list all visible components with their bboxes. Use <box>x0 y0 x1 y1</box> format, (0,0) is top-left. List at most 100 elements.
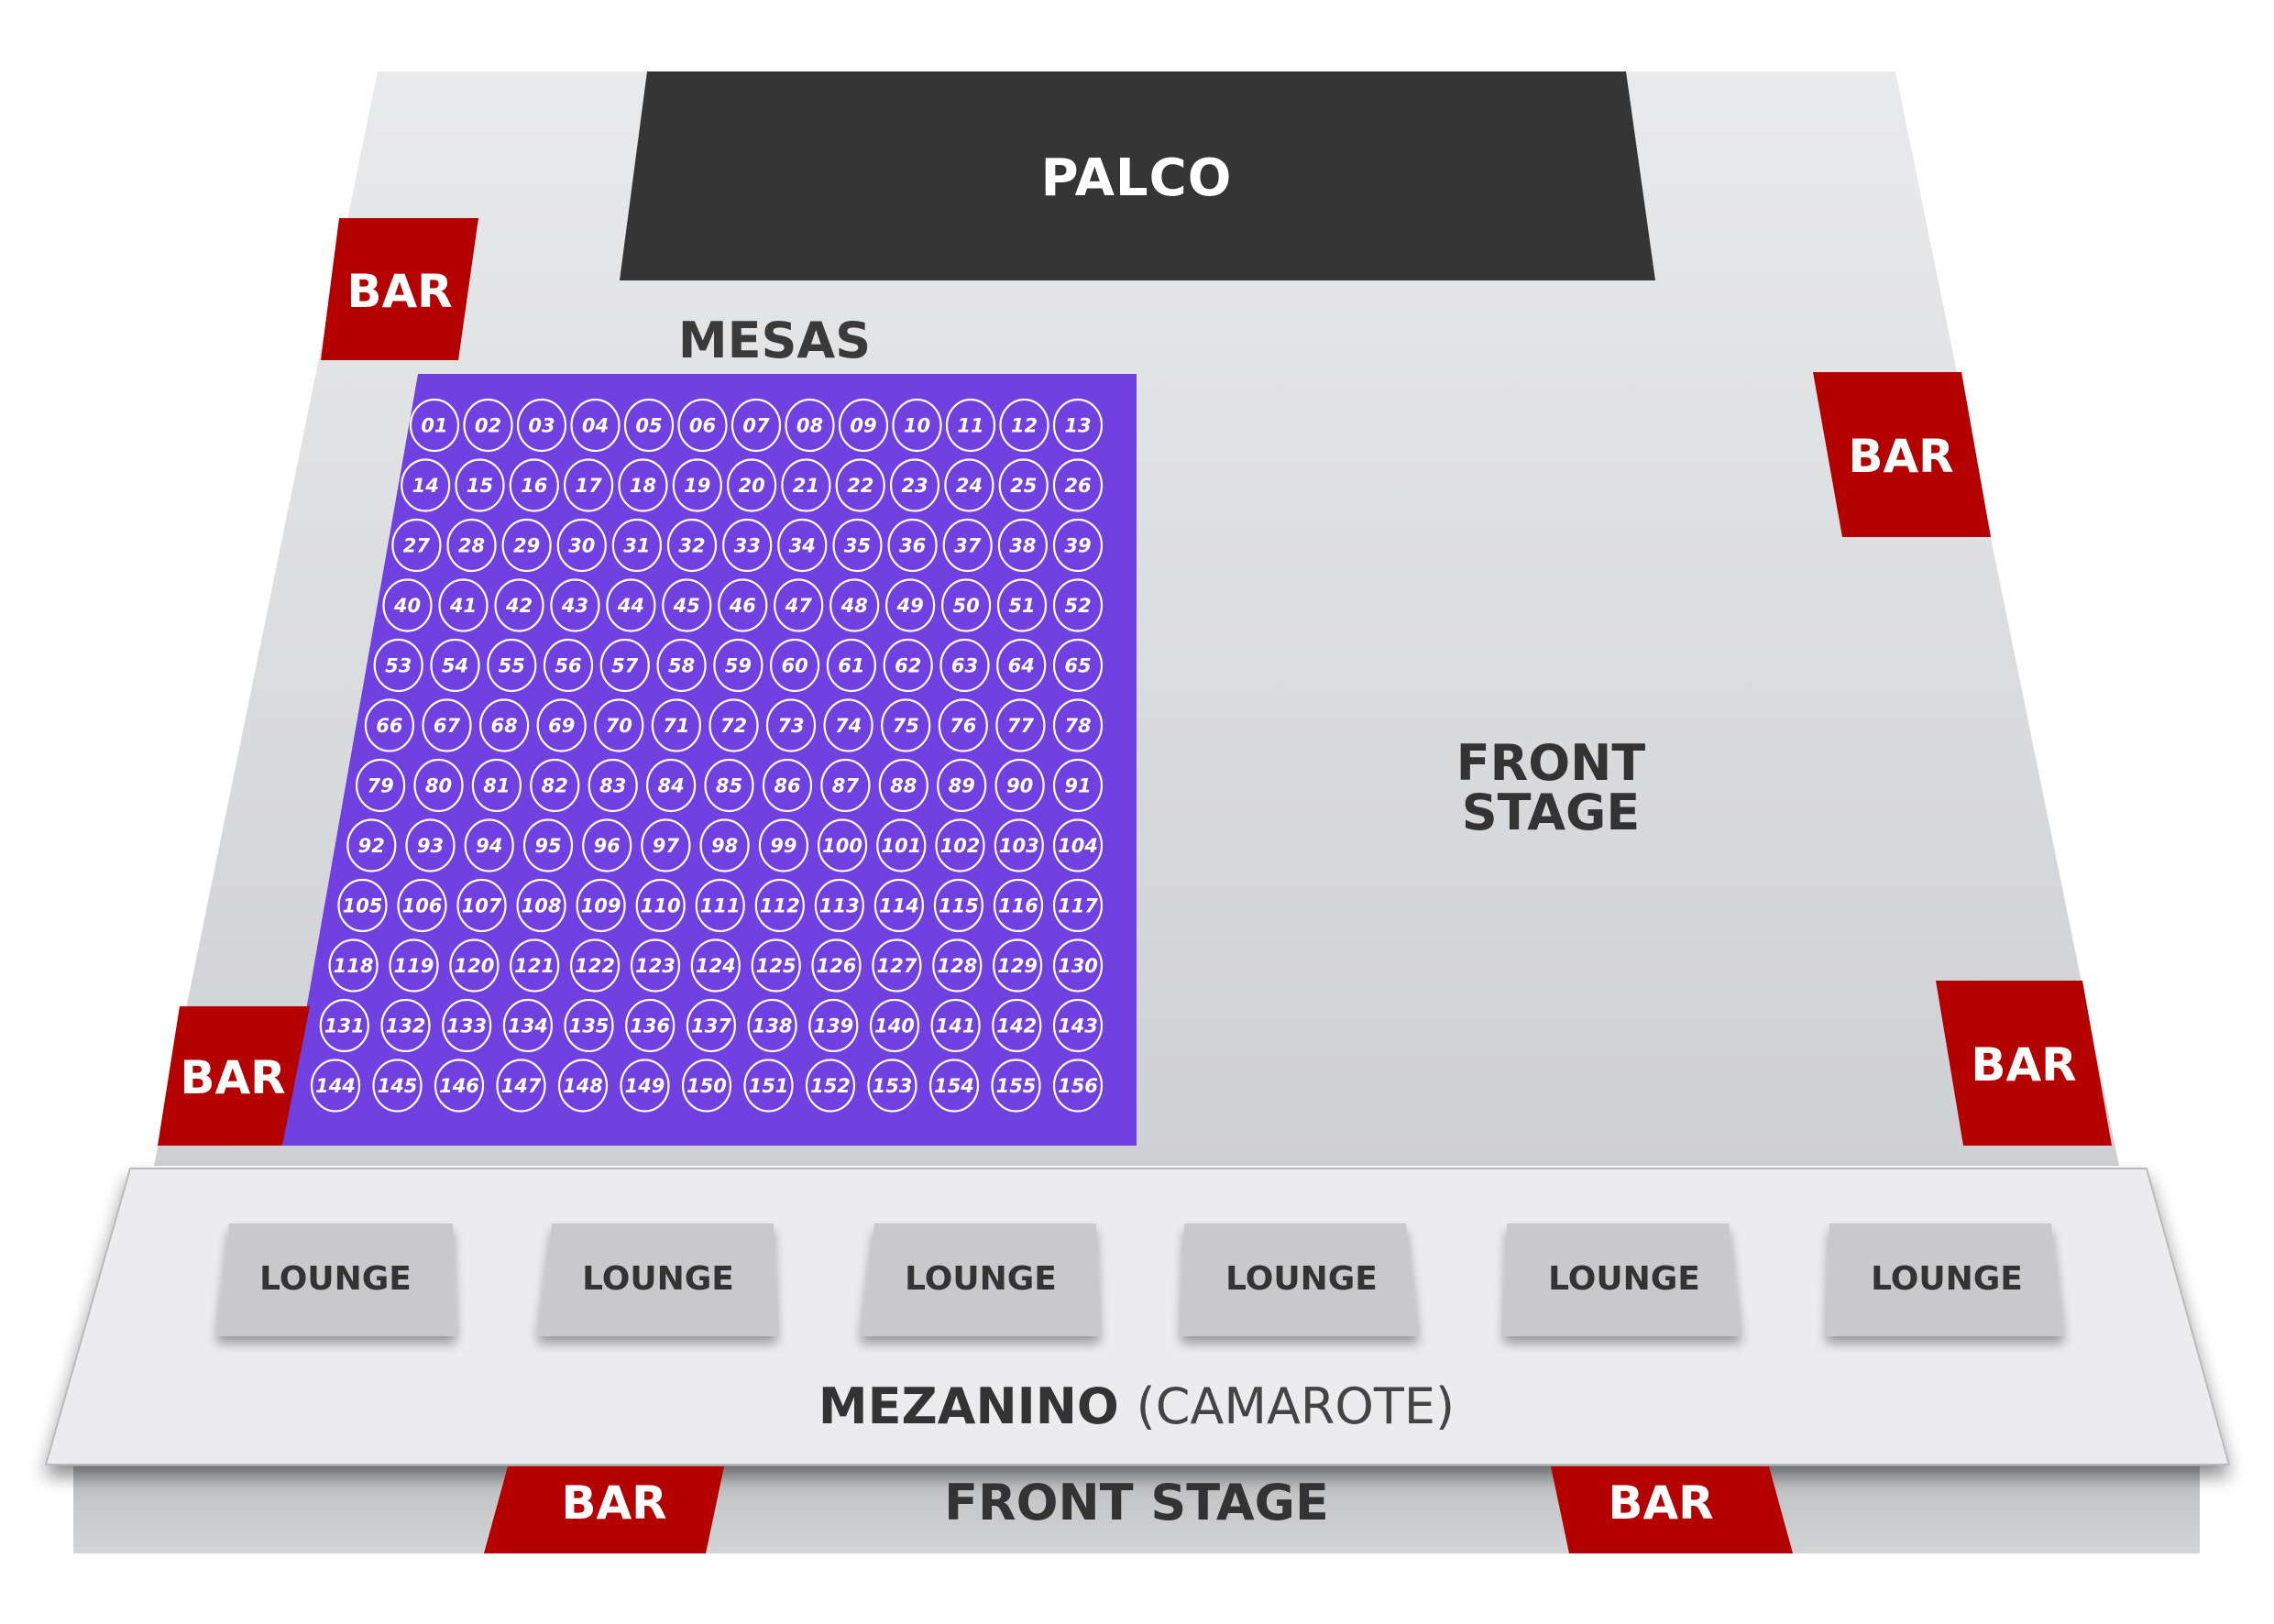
table-07[interactable]: 07 <box>731 398 782 453</box>
table-58[interactable]: 58 <box>656 638 707 693</box>
table-17[interactable]: 17 <box>563 458 614 512</box>
table-65[interactable]: 65 <box>1052 638 1104 693</box>
table-53[interactable]: 53 <box>373 638 423 693</box>
table-50[interactable]: 50 <box>940 578 992 632</box>
table-29[interactable]: 29 <box>501 518 552 573</box>
table-37[interactable]: 37 <box>942 518 993 573</box>
table-132[interactable]: 132 <box>380 998 431 1053</box>
table-105[interactable]: 105 <box>337 878 388 933</box>
table-45[interactable]: 45 <box>662 578 712 632</box>
table-127[interactable]: 127 <box>872 938 922 993</box>
table-141[interactable]: 141 <box>930 998 981 1053</box>
table-113[interactable]: 113 <box>814 878 864 933</box>
table-83[interactable]: 83 <box>588 758 638 813</box>
table-116[interactable]: 116 <box>993 878 1044 933</box>
table-43[interactable]: 43 <box>550 578 600 632</box>
table-109[interactable]: 109 <box>576 878 626 933</box>
table-110[interactable]: 110 <box>635 878 686 933</box>
table-156[interactable]: 156 <box>1052 1059 1104 1113</box>
table-125[interactable]: 125 <box>751 938 801 993</box>
table-147[interactable]: 147 <box>496 1059 546 1113</box>
table-56[interactable]: 56 <box>543 638 594 693</box>
table-148[interactable]: 148 <box>557 1059 609 1113</box>
table-93[interactable]: 93 <box>405 818 456 872</box>
table-60[interactable]: 60 <box>769 638 820 693</box>
table-68[interactable]: 68 <box>478 698 530 752</box>
table-77[interactable]: 77 <box>995 698 1046 752</box>
table-90[interactable]: 90 <box>994 758 1045 813</box>
table-120[interactable]: 120 <box>449 938 500 993</box>
table-114[interactable]: 114 <box>873 878 925 933</box>
table-154[interactable]: 154 <box>928 1059 980 1113</box>
table-74[interactable]: 74 <box>823 698 873 752</box>
table-79[interactable]: 79 <box>356 758 406 813</box>
table-59[interactable]: 59 <box>713 638 763 693</box>
table-153[interactable]: 153 <box>867 1059 917 1113</box>
table-34[interactable]: 34 <box>777 518 828 573</box>
table-142[interactable]: 142 <box>992 998 1042 1053</box>
table-103[interactable]: 103 <box>994 818 1044 872</box>
table-101[interactable]: 101 <box>876 818 927 872</box>
table-01[interactable]: 01 <box>409 398 460 453</box>
table-66[interactable]: 66 <box>364 698 414 752</box>
table-49[interactable]: 49 <box>884 578 936 632</box>
table-123[interactable]: 123 <box>630 938 681 993</box>
table-111[interactable]: 111 <box>695 878 745 933</box>
table-24[interactable]: 24 <box>944 458 994 512</box>
table-133[interactable]: 133 <box>442 998 492 1053</box>
table-51[interactable]: 51 <box>996 578 1048 632</box>
table-26[interactable]: 26 <box>1052 458 1104 512</box>
table-99[interactable]: 99 <box>758 818 809 872</box>
table-96[interactable]: 96 <box>582 818 632 872</box>
table-144[interactable]: 144 <box>310 1059 361 1113</box>
table-20[interactable]: 20 <box>726 458 777 512</box>
table-118[interactable]: 118 <box>328 938 379 993</box>
table-70[interactable]: 70 <box>594 698 644 752</box>
table-102[interactable]: 102 <box>935 818 985 872</box>
table-91[interactable]: 91 <box>1052 758 1104 813</box>
table-89[interactable]: 89 <box>937 758 987 813</box>
table-14[interactable]: 14 <box>401 458 451 512</box>
table-121[interactable]: 121 <box>510 938 560 993</box>
table-19[interactable]: 19 <box>672 458 722 512</box>
table-13[interactable]: 13 <box>1052 398 1104 453</box>
table-139[interactable]: 139 <box>808 998 859 1053</box>
table-63[interactable]: 63 <box>939 638 990 693</box>
table-107[interactable]: 107 <box>456 878 507 933</box>
table-28[interactable]: 28 <box>446 518 497 573</box>
table-10[interactable]: 10 <box>892 398 942 453</box>
table-124[interactable]: 124 <box>690 938 741 993</box>
table-41[interactable]: 41 <box>438 578 489 632</box>
table-136[interactable]: 136 <box>625 998 676 1053</box>
table-73[interactable]: 73 <box>765 698 817 752</box>
table-130[interactable]: 130 <box>1052 938 1104 993</box>
table-61[interactable]: 61 <box>826 638 877 693</box>
table-69[interactable]: 69 <box>536 698 587 752</box>
table-21[interactable]: 21 <box>781 458 831 512</box>
table-55[interactable]: 55 <box>487 638 537 693</box>
table-08[interactable]: 08 <box>785 398 835 453</box>
table-52[interactable]: 52 <box>1052 578 1104 632</box>
table-67[interactable]: 67 <box>422 698 472 752</box>
table-75[interactable]: 75 <box>881 698 931 752</box>
table-126[interactable]: 126 <box>811 938 862 993</box>
table-15[interactable]: 15 <box>455 458 505 512</box>
table-82[interactable]: 82 <box>530 758 580 813</box>
table-30[interactable]: 30 <box>556 518 607 573</box>
table-85[interactable]: 85 <box>704 758 754 813</box>
table-86[interactable]: 86 <box>762 758 813 813</box>
table-117[interactable]: 117 <box>1052 878 1104 933</box>
table-92[interactable]: 92 <box>346 818 397 872</box>
table-71[interactable]: 71 <box>651 698 702 752</box>
table-81[interactable]: 81 <box>471 758 522 813</box>
table-44[interactable]: 44 <box>606 578 656 632</box>
table-108[interactable]: 108 <box>516 878 566 933</box>
table-78[interactable]: 78 <box>1052 698 1104 752</box>
table-33[interactable]: 33 <box>722 518 773 573</box>
table-76[interactable]: 76 <box>938 698 988 752</box>
table-143[interactable]: 143 <box>1052 998 1104 1053</box>
table-100[interactable]: 100 <box>817 818 868 872</box>
table-138[interactable]: 138 <box>747 998 797 1053</box>
table-134[interactable]: 134 <box>502 998 554 1053</box>
table-129[interactable]: 129 <box>992 938 1043 993</box>
